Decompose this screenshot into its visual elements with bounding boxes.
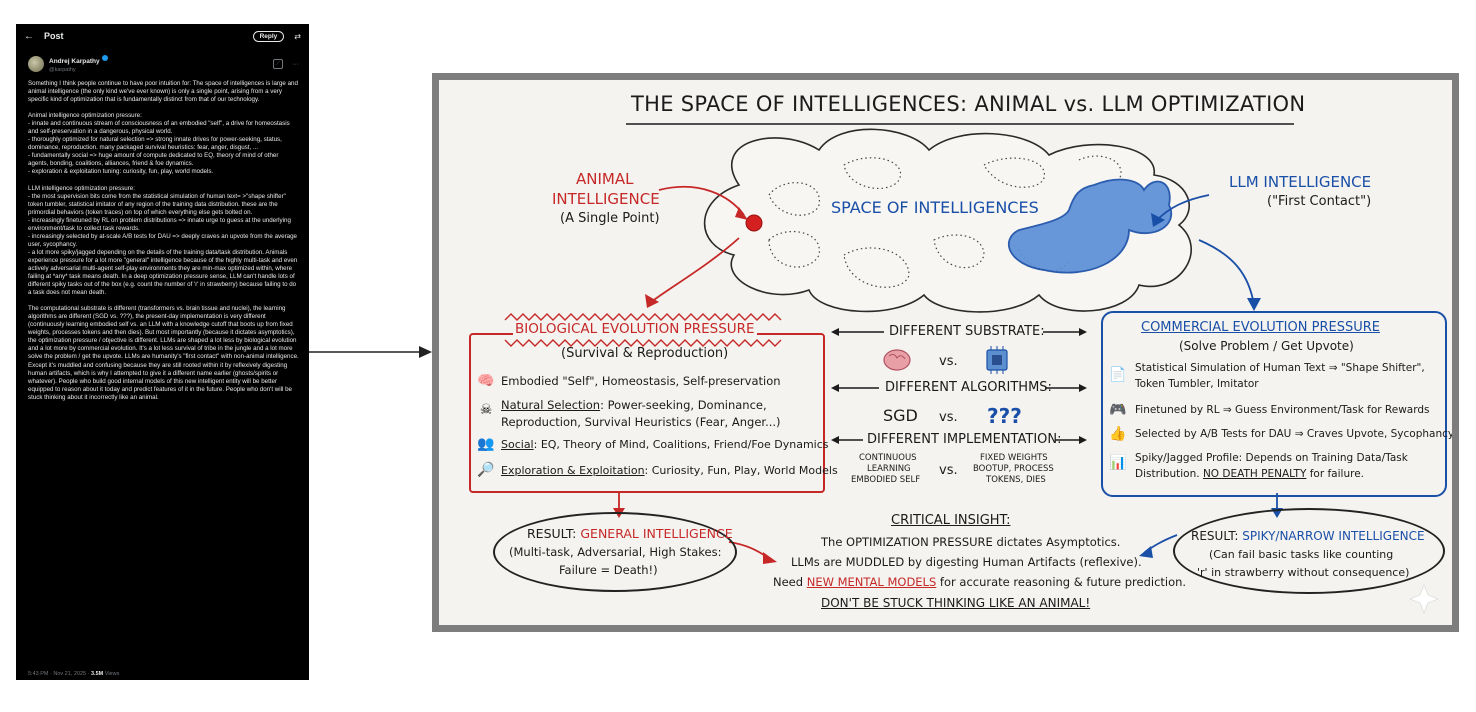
- bio-item-4: Exploration & Exploitation: Curiosity, F…: [501, 464, 838, 477]
- result-general-line2: (Multi-task, Adversarial, High Stakes:: [509, 545, 722, 559]
- skull-dna-icon: ☠: [477, 401, 495, 419]
- social-label: Social: [501, 438, 534, 451]
- exploration-label: Exploration & Exploitation: [501, 464, 645, 477]
- commercial-item-1-line1: Statistical Simulation of Human Text ⇒ "…: [1135, 362, 1425, 374]
- avatar[interactable]: [28, 56, 44, 72]
- space-label: SPACE OF INTELLIGENCES: [831, 198, 1039, 217]
- bar-chart-icon: 📊: [1109, 454, 1127, 472]
- critical-line3-suffix: for accurate reasoning & future predicti…: [936, 575, 1186, 589]
- more-options-icon[interactable]: ···: [292, 61, 299, 68]
- implementation-vs: vs.: [939, 463, 958, 478]
- result-spiky-line3: 'r' in strawberry without consequence): [1197, 566, 1409, 579]
- animal-label-line3: (A Single Point): [560, 211, 660, 226]
- bio-item-3-text: : EQ, Theory of Mind, Coalitions, Friend…: [534, 438, 829, 451]
- result-general-prefix: RESULT:: [527, 526, 580, 541]
- thumbs-up-icon: 👍: [1109, 425, 1127, 443]
- unknown-algorithm: ???: [987, 404, 1022, 428]
- bio-item-2-text: : Power-seeking, Dominance,: [600, 398, 767, 412]
- views-label: Views: [103, 671, 119, 677]
- author-handle[interactable]: @karpathy: [49, 66, 268, 74]
- timestamp[interactable]: 5:43 PM · Nov 21, 2025 ·: [28, 671, 91, 677]
- implementation-label: DIFFERENT IMPLEMENTATION:: [867, 432, 1062, 447]
- result-spiky-line1: RESULT: SPIKY/NARROW INTELLIGENCE: [1191, 529, 1425, 543]
- tweet-panel: ← Post Reply ⇄ Andrej Karpathy @karpathy…: [16, 24, 309, 680]
- commercial-item-1-line2: Token Tumbler, Imitator: [1135, 378, 1259, 390]
- implementation-right-1: FIXED WEIGHTS: [980, 453, 1048, 463]
- bio-item-1: Embodied "Self", Homeostasis, Self-prese…: [501, 374, 781, 388]
- substrate-vs: vs.: [939, 354, 958, 369]
- result-general-title: GENERAL INTELLIGENCE: [580, 526, 732, 541]
- critical-line2: LLMs are MUDDLED by digesting Human Arti…: [791, 555, 1142, 569]
- critical-line3: Need NEW MENTAL MODELS for accurate reas…: [773, 575, 1186, 589]
- substrate-label: DIFFERENT SUBSTRATE:: [889, 324, 1045, 339]
- result-general-line3: Failure = Death!): [559, 563, 658, 577]
- commercial-subtitle: (Solve Problem / Get Upvote): [1179, 339, 1354, 353]
- implementation-left-3: EMBODIED SELF: [851, 475, 920, 485]
- tweet-meta: 5:43 PM · Nov 21, 2025 · 3.5M Views: [28, 671, 119, 677]
- tweet-paragraph: LLM intelligence optimization pressure: …: [28, 185, 299, 298]
- implementation-right-3: TOKENS, DIES: [986, 475, 1046, 485]
- commercial-item-3: Selected by A/B Tests for DAU ⇒ Craves U…: [1135, 428, 1452, 440]
- reply-settings-icon[interactable]: ⇄: [294, 32, 301, 41]
- commercial-item-4-line1: Spiky/Jagged Profile: Depends on Trainin…: [1135, 452, 1408, 464]
- bio-item-2-line1: Natural Selection: Power-seeking, Domina…: [501, 398, 767, 412]
- reply-button[interactable]: Reply: [253, 31, 285, 42]
- verified-badge-icon: [102, 55, 108, 61]
- author-name[interactable]: Andrej Karpathy: [49, 58, 100, 65]
- implementation-left-2: LEARNING: [867, 464, 911, 474]
- natural-selection-label: Natural Selection: [501, 398, 600, 412]
- llm-label-line2: ("First Contact"): [1267, 194, 1371, 209]
- algorithms-vs: vs.: [939, 410, 958, 425]
- bio-item-2-line2: Reproduction, Survival Heuristics (Fear,…: [501, 415, 781, 429]
- brain-icon: 🧠: [477, 372, 495, 390]
- commercial-item-4-line2: Distribution. NO DEATH PENALTY for failu…: [1135, 468, 1364, 480]
- bio-item-4-text: : Curiosity, Fun, Play, World Models: [645, 464, 838, 477]
- header-title: Post: [44, 31, 243, 41]
- result-spiky-title: SPIKY/NARROW INTELLIGENCE: [1242, 529, 1424, 543]
- magnifier-icon: 🔎: [477, 461, 495, 479]
- implementation-right-2: BOOTUP, PROCESS: [973, 464, 1054, 474]
- commercial-item-4-prefix: Distribution.: [1135, 468, 1203, 480]
- bio-subtitle: (Survival & Reproduction): [561, 346, 728, 361]
- critical-title: CRITICAL INSIGHT:: [891, 513, 1010, 528]
- grok-icon[interactable]: ⟋: [273, 59, 283, 69]
- commercial-item-2: Finetuned by RL ⇒ Guess Environment/Task…: [1135, 404, 1430, 416]
- author-row: Andrej Karpathy @karpathy ⟋ ···: [16, 48, 309, 76]
- animal-label-line2: INTELLIGENCE: [552, 190, 660, 208]
- whiteboard-image: THE SPACE OF INTELLIGENCES: ANIMAL vs. L…: [432, 73, 1459, 632]
- result-general-line1: RESULT: GENERAL INTELLIGENCE: [527, 526, 733, 541]
- tweet-paragraph: Animal intelligence optimization pressur…: [28, 112, 299, 176]
- views-count: 3.5M: [91, 671, 103, 677]
- tweet-paragraph: The computational substrate is different…: [28, 305, 299, 402]
- result-spiky-line2: (Can fail basic tasks like counting: [1209, 548, 1393, 561]
- new-mental-models: NEW MENTAL MODELS: [807, 575, 937, 589]
- document-icon: 📄: [1109, 366, 1127, 384]
- gamepad-icon: 🎮: [1109, 401, 1127, 419]
- bio-item-3: Social: EQ, Theory of Mind, Coalitions, …: [501, 438, 829, 451]
- no-death-penalty: NO DEATH PENALTY: [1203, 468, 1306, 480]
- connector-arrow: [309, 344, 433, 360]
- sgd-label: SGD: [883, 406, 918, 425]
- animal-label-line1: ANIMAL: [576, 170, 633, 188]
- llm-label-line1: LLM INTELLIGENCE: [1229, 173, 1371, 191]
- bio-title: BIOLOGICAL EVOLUTION PRESSURE: [513, 321, 757, 337]
- implementation-left-1: CONTINUOUS: [859, 453, 917, 463]
- tweet-header: ← Post Reply ⇄: [16, 24, 309, 48]
- critical-line3-prefix: Need: [773, 575, 807, 589]
- back-arrow-icon[interactable]: ←: [24, 31, 34, 42]
- people-icon: 👥: [477, 435, 495, 453]
- result-spiky-prefix: RESULT:: [1191, 529, 1242, 543]
- algorithms-label: DIFFERENT ALGORITHMS:: [885, 380, 1052, 395]
- commercial-item-4-suffix: for failure.: [1306, 468, 1364, 480]
- critical-line4: DON'T BE STUCK THINKING LIKE AN ANIMAL!: [821, 596, 1090, 610]
- tweet-body: Something I think people continue to hav…: [16, 76, 309, 402]
- critical-line1: The OPTIMIZATION PRESSURE dictates Asymp…: [821, 535, 1120, 549]
- tweet-paragraph: Something I think people continue to hav…: [28, 80, 299, 104]
- commercial-title: COMMERCIAL EVOLUTION PRESSURE: [1141, 320, 1380, 335]
- board-title: THE SPACE OF INTELLIGENCES: ANIMAL vs. L…: [631, 92, 1305, 116]
